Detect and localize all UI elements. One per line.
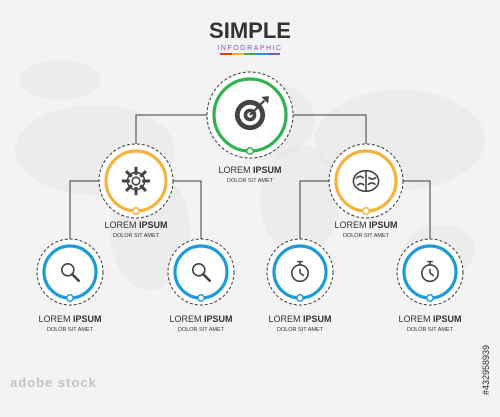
ring-dot [132, 207, 140, 215]
node-title-light: LOREM [104, 220, 139, 230]
gear-icon [121, 166, 151, 196]
ring-dot [66, 294, 74, 302]
node-title-bold: IPSUM [73, 314, 102, 324]
node-mid-right: LOREM IPSUM DOLOR SIT AMET [328, 143, 404, 239]
node-subtitle: DOLOR SIT AMET [113, 233, 160, 239]
node-subtitle: DOLOR SIT AMET [47, 327, 94, 333]
node-title-bold: IPSUM [433, 314, 462, 324]
ring-dot [362, 207, 370, 215]
magnifier-icon [192, 263, 212, 283]
stripe-segment [220, 53, 232, 55]
node-bottom-3: LOREM IPSUM DOLOR SIT AMET [266, 238, 334, 333]
node-title-bold: IPSUM [253, 165, 282, 175]
header: SIMPLE INFOGRAPHIC [209, 18, 291, 55]
node-title-bold: IPSUM [139, 220, 168, 230]
stripe-segment [232, 53, 244, 55]
node-bottom-4: LOREM IPSUM DOLOR SIT AMET [396, 238, 464, 333]
stripe-segment [268, 53, 280, 55]
node-title: LOREM IPSUM [38, 314, 101, 324]
node-layer: LOREM IPSUM DOLOR SIT AMET LOREM IPSUM DOLO… [36, 71, 464, 333]
stripe-segment [244, 53, 256, 55]
node-title: LOREM IPSUM [334, 220, 397, 230]
node-title-light: LOREM [334, 220, 369, 230]
node-title-bold: IPSUM [303, 314, 332, 324]
colored-ring [42, 244, 98, 300]
node-subtitle: DOLOR SIT AMET [343, 233, 390, 239]
node-title-bold: IPSUM [369, 220, 398, 230]
colored-ring [104, 149, 168, 213]
infographic-subtitle: INFOGRAPHIC [217, 45, 282, 52]
node-subtitle: DOLOR SIT AMET [227, 178, 274, 184]
target-icon [234, 96, 269, 131]
node-subtitle: DOLOR SIT AMET [407, 327, 454, 333]
stripe-segment [256, 53, 268, 55]
node-bottom-1: LOREM IPSUM DOLOR SIT AMET [36, 238, 104, 333]
stopwatch-icon [291, 260, 309, 283]
node-top: LOREM IPSUM DOLOR SIT AMET [206, 71, 294, 184]
node-mid-left: LOREM IPSUM DOLOR SIT AMET [98, 143, 174, 239]
stock-watermark: adobe stock [10, 375, 97, 390]
node-title-light: LOREM [38, 314, 73, 324]
stopwatch-icon [421, 260, 439, 283]
brain-icon [352, 169, 380, 193]
node-title: LOREM IPSUM [398, 314, 461, 324]
node-title-light: LOREM [398, 314, 433, 324]
node-title: LOREM IPSUM [104, 220, 167, 230]
ring-dot [197, 294, 205, 302]
infographic-title: SIMPLE [209, 18, 291, 43]
ring-dot [426, 294, 434, 302]
node-title-light: LOREM [169, 314, 204, 324]
node-title-light: LOREM [218, 165, 253, 175]
magnifier-icon [61, 263, 81, 283]
node-title-light: LOREM [268, 314, 303, 324]
colored-ring [173, 244, 229, 300]
node-title: LOREM IPSUM [169, 314, 232, 324]
stock-id-label: #432958939 [481, 344, 491, 395]
color-stripe [220, 53, 280, 55]
node-subtitle: DOLOR SIT AMET [178, 327, 225, 333]
ring-dot [296, 294, 304, 302]
ring-dot [246, 147, 254, 155]
node-title: LOREM IPSUM [218, 165, 281, 175]
node-title: LOREM IPSUM [268, 314, 331, 324]
node-subtitle: DOLOR SIT AMET [277, 327, 324, 333]
node-title-bold: IPSUM [204, 314, 233, 324]
node-bottom-2: LOREM IPSUM DOLOR SIT AMET [167, 238, 235, 333]
